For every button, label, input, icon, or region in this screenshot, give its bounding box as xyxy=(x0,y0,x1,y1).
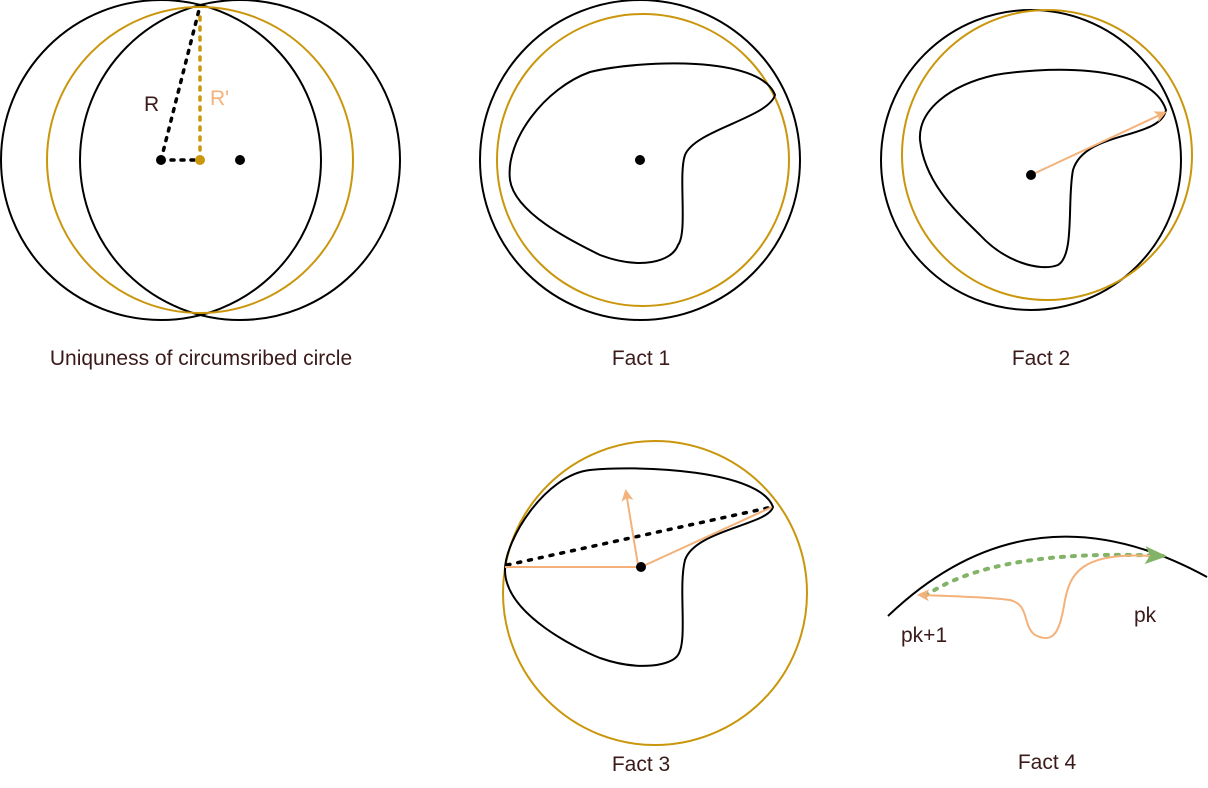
left-circle xyxy=(0,0,322,321)
right-center-point xyxy=(235,155,245,165)
mid-center-point xyxy=(195,155,205,165)
curvy-path-arrow xyxy=(917,554,1151,640)
caption-fact1: Fact 1 xyxy=(611,347,671,370)
shifted-circle xyxy=(901,9,1193,301)
circumscribed-circle xyxy=(502,440,808,746)
fact4-panel xyxy=(887,535,1208,640)
fact1-panel xyxy=(479,0,801,321)
outer-circle xyxy=(479,0,801,321)
shape-outline xyxy=(508,62,777,264)
label-pk-plus-1: pk+1 xyxy=(901,624,948,647)
caption-fact3: Fact 3 xyxy=(611,753,671,776)
center-point xyxy=(1026,170,1036,180)
right-radius-line xyxy=(640,506,773,568)
uniqueness-panel xyxy=(0,0,401,321)
right-circle xyxy=(79,0,401,321)
left-center-point xyxy=(156,155,166,165)
fact2-panel xyxy=(880,9,1193,311)
radius-r-line xyxy=(159,8,201,162)
shape-outline xyxy=(503,467,775,667)
caption-fact2: Fact 2 xyxy=(1011,347,1071,370)
label-pk: pk xyxy=(1134,604,1157,627)
fact3-panel xyxy=(502,440,808,746)
inner-circle xyxy=(496,13,790,307)
label-r: R xyxy=(144,93,160,116)
boundary-arc xyxy=(887,535,1208,617)
caption-uniqueness: Uniquness of circumsribed circle xyxy=(49,347,353,370)
label-r-prime: R' xyxy=(210,87,230,110)
radius-arrow xyxy=(1030,111,1167,176)
center-point xyxy=(635,155,645,165)
center-point xyxy=(636,562,646,572)
dotted-arc-arrow xyxy=(923,546,1167,598)
normal-arrow xyxy=(621,489,639,566)
diameter-dotted-line xyxy=(505,505,774,567)
smaller-circle xyxy=(46,6,354,314)
shape-outline xyxy=(918,68,1168,269)
caption-fact4: Fact 4 xyxy=(1017,751,1077,774)
